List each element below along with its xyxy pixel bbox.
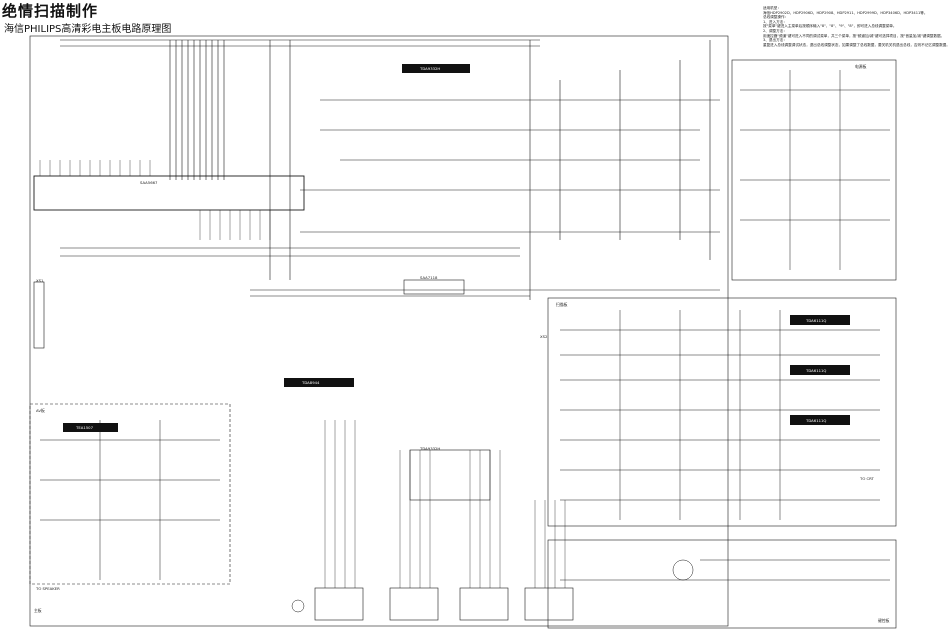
power-board-label: 电源板 [855,64,867,69]
to-speaker-label: TO SPEAKER [36,586,60,591]
vdec-chip [403,279,465,295]
key-board-label: 键控板 [878,618,890,623]
decoder-chip-lower [409,449,491,501]
rgb-chip-1-label: TDA6111Q [806,318,827,323]
audio-amp-chip [284,378,354,387]
main-frame [29,35,729,627]
tuner-chip [402,64,470,73]
rgb-chip-2-label: TDA6111Q [806,368,827,373]
connector-row [314,587,574,621]
note-line: 总线调整操作： [763,15,789,20]
note-line: 海信HDP2902D、HDP2906D、HDP2908、HDP2911、HDP2… [763,10,928,15]
scan-frame [547,297,897,527]
power-frame [731,59,897,281]
rgb-chip-3 [790,415,850,425]
pwm-chip [63,423,118,432]
document-subtitle: 海信PHILIPS高清彩电主板电路原理图 [4,24,172,35]
connector-xs2-label: XS2 [540,334,548,339]
pwm-chip-label: TEA1507 [76,425,93,430]
av-frame [29,403,231,585]
note-line: 重复进入总线调整调试状态，退出总线调整状态，如果调整了总线数据，要关机关机退出总… [763,42,948,47]
note-line: 按"菜单"键进入主菜单后按顺序输入"8"、"8"、"9"、"8"，即可进入总线调… [763,24,897,29]
adjustment-notes: 适用机型： 海信HDP2902D、HDP2906D、HDP2908、HDP291… [763,6,948,47]
av-board-label: AV板 [36,408,45,413]
note-line: 2、调整方法： [763,28,787,33]
rgb-chip-3-label: TDA6111Q [806,418,827,423]
rgb-chip-2 [790,365,850,375]
note-line: 适用机型： [763,6,781,10]
vdec-chip-label: SAA7118 [420,275,438,280]
rgb-chip-1 [790,315,850,325]
note-line: 用遥控器"频道"键可进入不同的调试菜单，共三个菜单，按"频道加/减"键可选择项目… [763,33,945,38]
note-line: 1、进入方法： [763,19,787,24]
bus-lines [169,40,225,180]
key-frame [547,539,897,629]
note-line: 3、退出方法： [763,38,787,43]
tuner-ic-label: TDA9332H [420,446,441,451]
left-connector [33,281,45,349]
mcu-chip [33,175,305,211]
audio-amp-chip-label: TDA8944 [302,380,320,385]
document-title: 绝情扫描制作 [2,2,99,20]
scan-board-label: 扫描板 [556,302,568,307]
tuner-chip-label: TDA9332H [420,66,441,71]
to-crt-label: TO CRT [860,476,874,481]
connector-xs1-label: XS1 [36,278,44,283]
main-board-label: 主板 [34,608,42,613]
mcu-chip-label: SAA5667 [140,180,158,185]
